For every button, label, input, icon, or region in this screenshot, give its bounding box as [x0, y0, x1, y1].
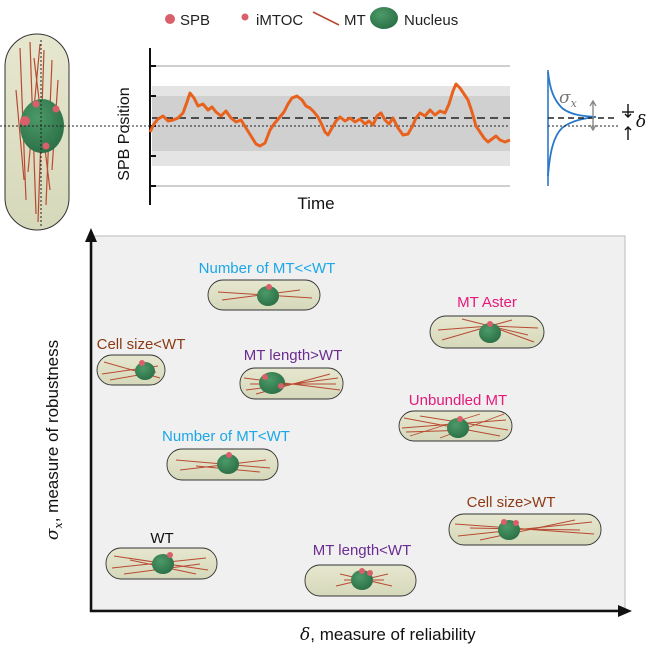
cell-mt-aster: MT Aster: [429, 294, 545, 349]
legend-imtoc-label: iMTOC: [256, 12, 303, 29]
spb-dot: [20, 116, 30, 126]
cell-label: Cell size>WT: [467, 494, 556, 511]
mt-legend-marker: [312, 11, 340, 26]
legend-nucleus-label: Nucleus: [404, 12, 458, 29]
imtoc-legend-marker: [241, 13, 249, 21]
cell-label: Number of MT<<WT: [199, 260, 336, 277]
cell-nucleus: [351, 570, 373, 590]
cell-nucleus: [152, 554, 174, 574]
position-distribution: σx δ: [547, 70, 646, 186]
imtoc-dot: [42, 142, 50, 150]
cell-label: MT Aster: [457, 294, 517, 311]
cell-nucleus: [135, 362, 155, 380]
cell-number-of-mt-much-less: Number of MT<<WT: [199, 260, 336, 311]
spb-dot: [278, 383, 284, 389]
spb-dot: [167, 552, 173, 558]
spb-dot: [501, 519, 507, 525]
vertical-cell: [4, 33, 70, 231]
imtoc-dot: [52, 105, 60, 113]
nucleus-legend-marker: [370, 7, 398, 29]
cell-label: WT: [150, 530, 173, 547]
spb-dot: [487, 321, 493, 327]
cell-label: Unbundled MT: [409, 392, 507, 409]
legend-spb-label: SPB: [180, 12, 210, 29]
cell-wt: WT: [105, 530, 218, 580]
spb-position-trace: [148, 82, 511, 148]
spb-dot: [226, 452, 232, 458]
cell-size-greater: Cell size>WT: [448, 494, 602, 546]
cell-size-smaller: Cell size<WT: [96, 336, 186, 386]
sigma-double-arrow-icon: [589, 99, 597, 132]
cell-label: Number of MT<WT: [162, 428, 290, 445]
main-x-axis-label: δ, measure of reliability: [300, 625, 476, 645]
spb-dot: [262, 374, 268, 380]
cell-microtubules: [454, 519, 595, 541]
cell-nucleus: [257, 286, 279, 306]
cell-mt-length-greater: MT length>WT: [239, 347, 344, 400]
cell-label: MT length<WT: [313, 542, 412, 559]
trace-y-ticks: [150, 65, 156, 187]
cell-nucleus: [447, 418, 469, 438]
legend: SPB iMTOC MT Nucleus: [165, 7, 458, 29]
spb-dot: [359, 568, 365, 574]
trace-inner-band: [152, 96, 510, 151]
distribution-curve: [547, 71, 597, 177]
trace-x-axis-label: Time: [297, 194, 334, 213]
cell-nucleus: [479, 323, 501, 343]
imtoc-dot: [32, 100, 40, 108]
distribution-sigma-label: σx: [559, 88, 578, 110]
spb-dot: [367, 570, 373, 576]
spb-dot: [457, 416, 463, 422]
delta-arrow-icon: [624, 104, 632, 140]
spb-dot: [139, 360, 145, 366]
legend-mt-label: MT: [344, 12, 366, 29]
cell-nucleus: [217, 454, 239, 474]
main-y-axis-label: σx, measure of robustness: [43, 340, 65, 540]
main-y-axis-arrowhead-icon: [85, 228, 97, 242]
distribution-delta-label: δ: [636, 112, 646, 132]
spb-dot: [513, 520, 519, 526]
cell-mt-length-less: MT length<WT: [304, 542, 417, 597]
trace-y-axis-label: SPB Position: [116, 87, 133, 180]
trace-plot: SPB Position Time: [116, 48, 511, 213]
cell-label: Cell size<WT: [97, 336, 186, 353]
cell-unbundled-mt: Unbundled MT: [398, 392, 513, 442]
cell-label: MT length>WT: [244, 347, 343, 364]
spb-legend-marker: [165, 14, 175, 24]
cell-number-of-mt-less: Number of MT<WT: [162, 428, 290, 481]
main-x-axis-arrowhead-icon: [618, 605, 632, 617]
spb-dot: [266, 284, 272, 290]
